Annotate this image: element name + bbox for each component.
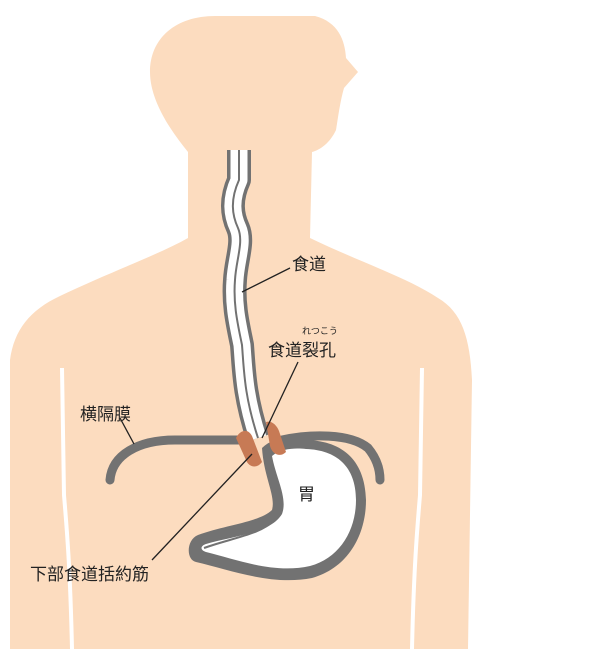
esophagus-inner-line — [231, 150, 259, 439]
leader-esophagus — [241, 267, 291, 293]
leader-sphincter — [151, 453, 253, 561]
stomach-inner-line — [203, 465, 278, 549]
label-esophagus: 食道 — [292, 255, 326, 275]
diaphragm-right — [277, 431, 385, 485]
right-arm-line — [410, 367, 424, 649]
leader-diaphragm — [119, 417, 135, 445]
label-sphincter: 下部食道括約筋 — [30, 565, 149, 585]
sphincter-left — [236, 430, 262, 467]
label-hiatus-ruby: れつこう — [302, 326, 338, 337]
leader-hiatus — [261, 361, 299, 439]
left-arm-line — [60, 367, 74, 649]
diaphragm-left — [105, 435, 247, 485]
label-hiatus: 食道裂孔 — [268, 341, 336, 361]
sphincter-right — [266, 421, 286, 455]
label-stomach: 胃 — [298, 485, 315, 505]
stomach-lumen — [201, 448, 356, 569]
label-diaphragm: 横隔膜 — [80, 405, 131, 425]
